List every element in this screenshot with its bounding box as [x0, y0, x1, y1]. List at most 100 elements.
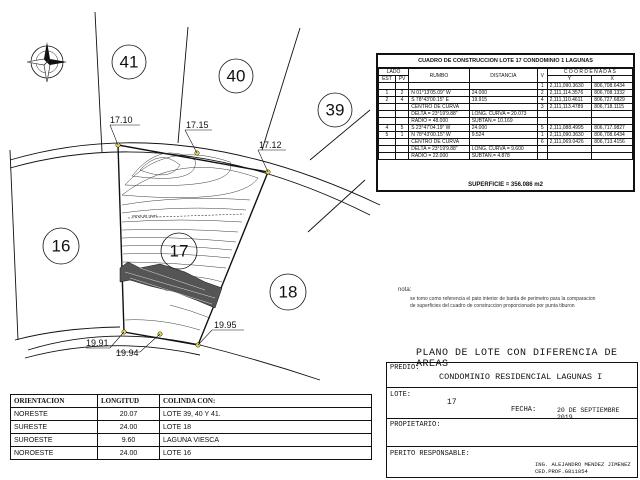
- table-cell: LOTE 16: [159, 446, 372, 460]
- contour-label: curva de nivel...: [132, 213, 160, 218]
- elevation-label: 17.10: [110, 115, 133, 125]
- table-cell-rumbo: S 23°47'04.19" W: [408, 124, 470, 132]
- table-cell-v: [537, 145, 548, 153]
- lot-18-label: 18: [279, 283, 298, 302]
- perito-cedula: CED.PROF.G811854: [535, 468, 588, 475]
- plan-title: PLANO DE LOTE CON DIFERENCIA DE AREAS: [416, 348, 618, 370]
- table-cell-x: [591, 145, 633, 153]
- table-cell-v: 6: [537, 138, 548, 146]
- table-cell-est: [378, 145, 396, 153]
- table-cell-y: 2,111,088.4995: [546, 124, 593, 132]
- table-cell-rumbo: DELTA = 23°19'9.88": [408, 110, 470, 118]
- table-cell-rumbo: CENTRO DE CURVA: [408, 138, 470, 146]
- propietario-label: PROPIETARIO:: [390, 421, 441, 429]
- table-cell-dist: 24.000: [468, 124, 539, 132]
- table-cell-rumbo: N 78°43'00.15" W: [408, 131, 470, 139]
- table-cell-y: [546, 110, 593, 118]
- table-cell: LAGUNA VIESCA: [159, 433, 372, 447]
- table-cell-x: 806,727.6829: [591, 96, 633, 104]
- table-cell: NOROESTE: [10, 446, 98, 460]
- elevation-label: 17.15: [186, 120, 209, 130]
- table-cell-dist: 24.000: [468, 89, 539, 97]
- table-cell-dist: LONG. CURVA = 9.600: [468, 145, 539, 153]
- col-header-est: EST: [378, 75, 396, 83]
- table-cell-v: [537, 117, 548, 125]
- table-cell-dist: LONG. CURVA = 20.073: [468, 110, 539, 118]
- table-cell-est: 4: [378, 124, 396, 132]
- table-cell-y: 2,111,113.4789: [546, 103, 593, 111]
- col-header-colinda: COLINDA CON:: [159, 394, 372, 408]
- predio-label: PREDIO:: [390, 364, 420, 372]
- table-cell-v: [537, 110, 548, 118]
- table-row: DELTA = 23°19'9.88"LONG. CURVA = 9.600: [378, 145, 633, 153]
- table-cell-x: [591, 110, 633, 118]
- table-cell: 20.07: [97, 407, 160, 421]
- table-cell-rumbo: RADIO = 48.000: [408, 117, 470, 125]
- orientation-table: ORIENTACION LONGITUD COLINDA CON: NOREST…: [10, 394, 372, 460]
- note-heading: nota:: [398, 287, 412, 293]
- fecha-value: 20 DE SEPTIEMBRE 2019: [557, 407, 620, 421]
- table-cell-y: 2,111,090.3630: [546, 82, 593, 90]
- table-cell-dist: 19.915: [468, 96, 539, 104]
- lot-16-label: 16: [52, 237, 71, 256]
- col-header-v: V: [537, 68, 548, 83]
- construction-table: CUADRO DE CONSTRUCCION LOTE 17 CONDOMINI…: [376, 53, 635, 192]
- table-cell-y: [546, 117, 593, 125]
- col-header-x: X: [591, 75, 633, 83]
- table-cell-dist: SUBTAN.= 4.878: [468, 152, 539, 160]
- table-cell-rumbo: DELTA = 23°19'9.88": [408, 145, 470, 153]
- perito-name: ING. ALEJANDRO MENDEZ JIMENEZ: [535, 461, 631, 468]
- table-row: DELTA = 23°19'9.88"LONG. CURVA = 20.073: [378, 110, 633, 118]
- table-cell-dist: [468, 82, 539, 90]
- table-cell-est: [378, 103, 396, 111]
- table-cell-y: 2,111,110.4611: [546, 96, 593, 104]
- col-header-orientacion: ORIENTACION: [10, 394, 98, 408]
- title-block: PREDIO: CONDOMINIO RESIDENCIAL LAGUNAS I…: [386, 362, 638, 478]
- table-cell: 24.00: [97, 420, 160, 434]
- table-cell-dist: [468, 138, 539, 146]
- table-cell-est: 5: [378, 131, 396, 139]
- table-cell: NORESTE: [10, 407, 98, 421]
- table-cell-y: [546, 145, 593, 153]
- table-cell-v: 4: [537, 96, 548, 104]
- table-cell-pv: 5: [394, 124, 410, 132]
- table-cell-x: 806,708.6434: [591, 82, 633, 90]
- table-cell-rumbo: CENTRO DE CURVA: [408, 103, 470, 111]
- table-cell-rumbo: [408, 82, 470, 90]
- elevation-label: 17.12: [259, 140, 282, 150]
- table-cell: 9.60: [97, 433, 160, 447]
- table-cell-dist: SUBTAN.= 10.169: [468, 117, 539, 125]
- table-cell-rumbo: N 01°13'05.09" W: [408, 89, 470, 97]
- table-cell-x: [591, 117, 633, 125]
- table-cell-pv: [394, 117, 410, 125]
- table-cell-dist: [468, 103, 539, 111]
- table-cell-pv: [394, 138, 410, 146]
- table-cell-rumbo: S 78°43'00.15" E: [408, 96, 470, 104]
- col-header-rumbo: RUMBO: [408, 68, 470, 83]
- elevation-label: 19.94: [116, 348, 139, 358]
- table-cell-pv: 4: [394, 96, 410, 104]
- table-cell-est: [378, 110, 396, 118]
- table-cell-x: [591, 152, 633, 160]
- table-cell-est: 1: [378, 89, 396, 97]
- col-header-longitud: LONGITUD: [97, 394, 160, 408]
- table-cell-x: 806,708.1332: [591, 89, 633, 97]
- table-cell-dist: 9.524: [468, 131, 539, 139]
- fecha-label: FECHA:: [511, 406, 537, 414]
- table-cell-rumbo: RADIO = 22.000: [408, 152, 470, 160]
- elevation-label: 19.95: [214, 320, 237, 330]
- table-cell-est: [378, 117, 396, 125]
- table-cell-est: 2: [378, 96, 396, 104]
- lot-41-label: 41: [120, 53, 139, 72]
- table-cell-v: 5: [537, 124, 548, 132]
- table-cell-v: 3: [537, 103, 548, 111]
